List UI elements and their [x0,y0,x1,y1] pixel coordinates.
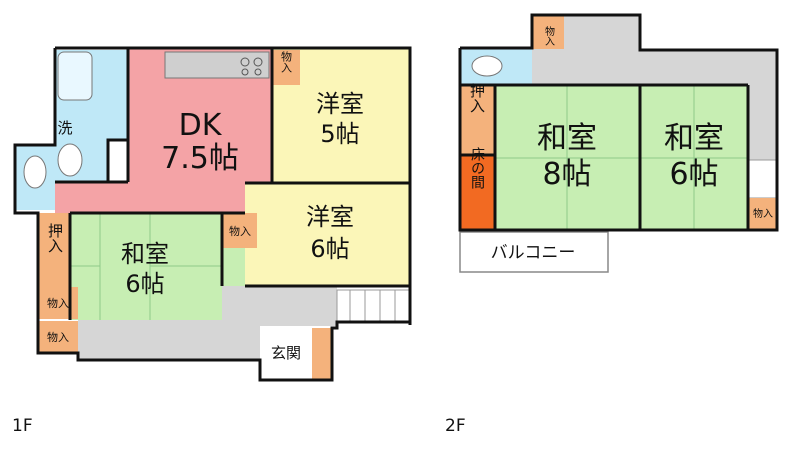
storage-left1-1f-label: 物入 [47,296,69,310]
floor1-plan: DK 7.5帖 洋室 5帖 洋室 6帖 和室 6帖 洗 玄関 押入 物入 物入 … [13,46,412,382]
tokonoma [460,155,495,230]
oshiire-1f-label: 押入 [46,223,64,253]
balcony-label: バルコニー [491,243,576,263]
stairs-2f [747,159,778,199]
washing-machine-icon [106,138,130,184]
oshiire-1f [38,213,70,287]
wash-label: 洗 [57,119,72,137]
oshiire-2f-label: 押入 [468,83,486,113]
floor1-label: 1F [12,416,33,436]
kitchen-counter-icon [164,51,270,79]
storage-top-1f-label: 物入 [280,50,293,73]
yoshitsu-5-size: 5帖 [320,120,359,148]
washitsu-8-size: 8帖 [542,157,591,192]
storage-mid-1f-label: 物入 [229,224,251,238]
stairs-1f [336,289,411,323]
dk-room-lower [55,182,272,213]
floor2-plan: 和室 8帖 和室 6帖 押入 床の間 物入 物入 バルコニー [458,13,779,273]
dk-size: 7.5帖 [161,141,239,176]
washitsu-8-name: 和室 [537,121,597,156]
storage-top-2f [532,15,564,49]
washitsu-6-2f-size: 6帖 [669,157,718,192]
storage-top-2f-label: 物入 [543,25,555,46]
storage-right-2f-label: 物入 [753,207,773,220]
storage-left2-1f [38,321,78,353]
storage-mid-1f [222,213,257,248]
sink-icon [57,143,83,177]
balcony [459,231,609,273]
storage-right-2f [748,198,777,230]
yoshitsu-6-room [245,183,410,286]
tokonoma-label: 床の間 [469,147,485,190]
toilet-2f-icon [471,55,503,77]
corridor-1f [78,320,260,360]
corridor-1f-upper [222,286,337,326]
oshiire-2f [460,85,495,155]
washitsu-6-1f-name: 和室 [121,240,169,268]
yoshitsu-6-name: 洋室 [306,203,354,231]
yoshitsu-5-name: 洋室 [316,90,364,118]
washitsu-6-2f-name: 和室 [664,121,724,156]
storage-left2-1f-label: 物入 [47,330,69,344]
bathtub-icon [57,51,93,101]
corridor-2f-right [748,50,777,160]
storage-top-1f [272,50,300,85]
dk-name: DK [179,108,223,143]
genkan-label: 玄関 [271,344,301,362]
floor2-label: 2F [445,416,466,436]
toilet-icon [23,155,47,189]
washitsu-6-1f-size: 6帖 [125,270,164,298]
yoshitsu-6-size: 6帖 [310,235,349,263]
